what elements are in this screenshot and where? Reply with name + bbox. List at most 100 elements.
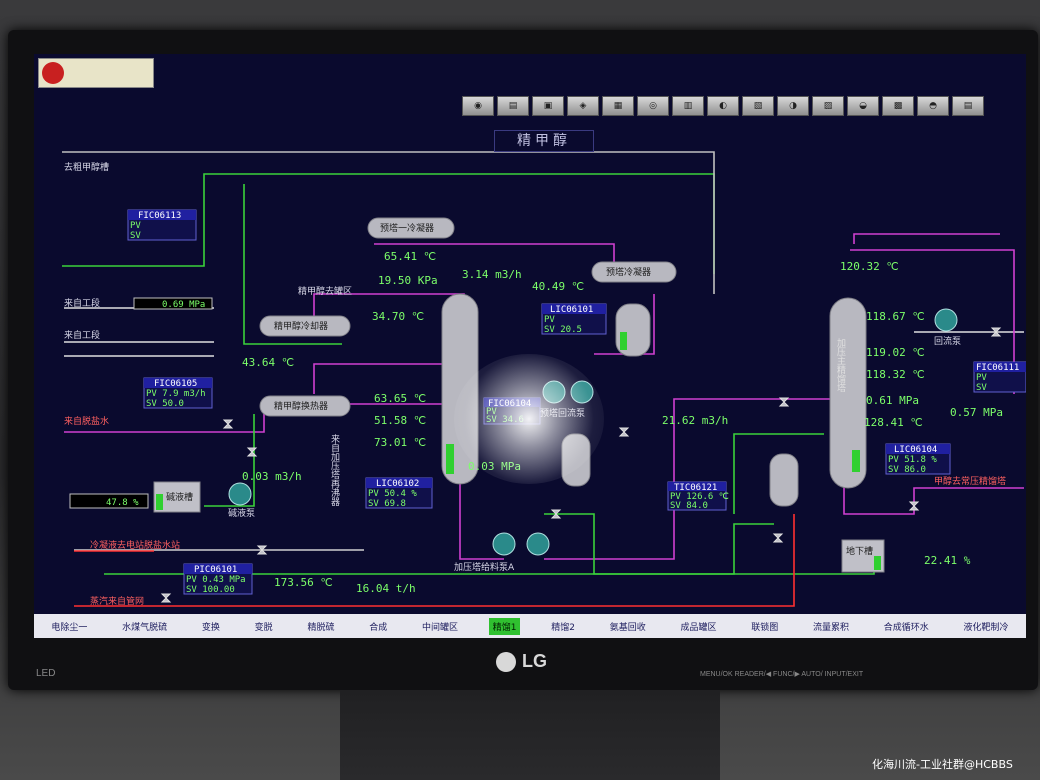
- indicator-press-069-value: 0.69 MPa: [162, 300, 205, 310]
- lic06104-sv: SV 86.0: [888, 465, 926, 475]
- condenser-top: 预塔一冷凝器: [367, 217, 455, 239]
- value-flow-2162: 21.62 m3/h: [662, 414, 728, 427]
- label-water-in: 来自脱盐水: [64, 415, 109, 427]
- lic06101-tag: LIC06101: [550, 305, 593, 315]
- faceplate-pic06101[interactable]: PIC06101 PV 0.43 MPa SV 100.00: [183, 563, 253, 595]
- hmi-toolbar: ◉ ▤ ▣ ◈ ▦ ◎ ▥ ◐ ▧ ◑ ▨ ◒ ▩ ◓ ▤: [462, 96, 1022, 118]
- pipe-green-left: [243, 184, 342, 345]
- faceplate-fic06113[interactable]: FIC06113 PV SV: [127, 209, 197, 241]
- nav-item-4[interactable]: 精脱硫: [307, 622, 335, 633]
- lic06102-sv: SV 69.8: [368, 499, 406, 509]
- value-top-press: 19.50 KPa: [378, 274, 438, 287]
- value-press-057: 0.57 MPa: [950, 406, 1003, 419]
- faceplate-lic06104[interactable]: LIC06104 PV 51.8 % SV 86.0: [885, 443, 951, 475]
- faceplate-fic06104[interactable]: FIC06104 PV SV 34.6: [483, 397, 541, 425]
- pipe-magenta-long: [544, 398, 834, 560]
- pipe-magenta-right: [853, 233, 1000, 244]
- nav-item-10[interactable]: 成品罐区: [680, 622, 717, 633]
- toolbar-button-5[interactable]: ▦: [602, 96, 634, 116]
- label-feed-pump: 加压塔给料泵A: [454, 561, 515, 573]
- value-temp-17356: 173.56 ℃: [274, 576, 333, 589]
- pic06101-pv: PV 0.43 MPa: [186, 575, 246, 585]
- faceplate-tic06121[interactable]: TIC06121 PV 126.6 ℃ SV 84.0: [667, 481, 729, 511]
- pipe-magenta-top-r: [850, 249, 1015, 394]
- nav-item-12[interactable]: 流量累积: [813, 622, 850, 633]
- condenser-2: 精甲醇换热器: [259, 395, 351, 417]
- indicator-pct-478-value: 47.8 %: [106, 498, 139, 508]
- toolbar-button-9[interactable]: ▧: [742, 96, 774, 116]
- logo-mark: [42, 62, 64, 84]
- pipe-magenta-reflux: [594, 294, 655, 355]
- monitor-stand: [340, 690, 720, 780]
- faceplate-fic06111[interactable]: FIC06111 PV SV: [973, 361, 1026, 393]
- value-temp-11832: 118.32 ℃: [866, 368, 925, 381]
- fic06104-sv: SV 34.6: [486, 415, 524, 425]
- pipe-magenta-low: [843, 484, 1024, 515]
- fic06113-sv: SV: [130, 231, 141, 241]
- pic06101-sv: SV 100.00: [186, 585, 235, 595]
- toolbar-button-14[interactable]: ◓: [917, 96, 949, 116]
- toolbar-button-15[interactable]: ▤: [952, 96, 984, 116]
- cooler-top-label: 预塔一冷凝器: [380, 222, 434, 234]
- small-tank: 地下槽: [841, 539, 885, 573]
- pipe-red-steam: [74, 514, 795, 607]
- indicator-press-069[interactable]: 0.69 MPa: [133, 297, 213, 310]
- company-logo: [38, 58, 154, 88]
- toolbar-button-2[interactable]: ▤: [497, 96, 529, 116]
- pipe-green-bot: [104, 523, 774, 575]
- toolbar-button-13[interactable]: ▩: [882, 96, 914, 116]
- value-temp-6365: 63.65 ℃: [374, 392, 426, 405]
- label-alkali-pump: 碱液泵: [228, 507, 255, 519]
- toolbar-button-4[interactable]: ◈: [567, 96, 599, 116]
- value-temp-12032: 120.32 ℃: [840, 260, 899, 273]
- reflux-tank: [615, 303, 651, 357]
- indicator-pct-478[interactable]: 47.8 %: [69, 493, 149, 509]
- pipe-white-top: [62, 151, 715, 294]
- nav-item-13[interactable]: 合成循环水: [883, 622, 929, 633]
- condenser-1: 精甲醇冷却器: [259, 315, 351, 337]
- fic06105-pv: PV 7.9 m3/h: [146, 389, 206, 399]
- nav-item-7[interactable]: 精馏1: [488, 617, 521, 635]
- nav-item-8[interactable]: 精馏2: [551, 622, 575, 633]
- monitor-brand: LG: [496, 650, 556, 674]
- value-flow-top: 3.14 m3/h: [462, 268, 522, 281]
- nav-item-1[interactable]: 水煤气脱硫: [122, 622, 168, 633]
- led-label: LED: [36, 668, 56, 679]
- pipe-network: [62, 151, 1024, 607]
- toolbar-button-7[interactable]: ▥: [672, 96, 704, 116]
- toolbar-button-1[interactable]: ◉: [462, 96, 494, 116]
- toolbar-button-8[interactable]: ◐: [707, 96, 739, 116]
- nav-item-14[interactable]: 液化靶制冷: [963, 622, 1009, 633]
- value-flow-1604: 16.04 t/h: [356, 582, 416, 595]
- nav-item-0[interactable]: 电除尘一: [51, 622, 88, 633]
- toolbar-button-11[interactable]: ▨: [812, 96, 844, 116]
- alkali-tank-label: 碱液槽: [166, 491, 193, 503]
- pipe-magenta-feed: [64, 403, 442, 433]
- nav-item-11[interactable]: 联锁图: [751, 622, 779, 633]
- value-temp-7301: 73.01 ℃: [374, 436, 426, 449]
- value-flow-003: 0.03 m3/h: [242, 470, 302, 483]
- nav-item-3[interactable]: 变脱: [254, 622, 273, 633]
- toolbar-button-12[interactable]: ◒: [847, 96, 879, 116]
- nav-item-2[interactable]: 变换: [201, 622, 220, 633]
- fic06111-pv: PV: [976, 373, 987, 383]
- nav-item-5[interactable]: 合成: [369, 622, 388, 633]
- value-temp-11867: 118.67 ℃: [866, 310, 925, 323]
- faceplate-lic06101[interactable]: LIC06101 PV SV 20.5: [541, 303, 607, 335]
- label-reboiler: 来自加压塔再沸器: [329, 434, 340, 506]
- label-to-tank: 去粗甲醇槽: [64, 161, 109, 173]
- fic06113-pv: PV: [130, 221, 141, 231]
- faceplate-lic06102[interactable]: LIC06102 PV 50.4 % SV 69.8: [365, 477, 433, 509]
- toolbar-button-3[interactable]: ▣: [532, 96, 564, 116]
- value-temp-4364: 43.64 ℃: [242, 356, 294, 369]
- nav-item-6[interactable]: 中间罐区: [421, 622, 458, 633]
- label-to-atm-tower: 甲醇去常压精馏塔: [934, 475, 1006, 487]
- toolbar-button-6[interactable]: ◎: [637, 96, 669, 116]
- toolbar-button-10[interactable]: ◑: [777, 96, 809, 116]
- faceplate-fic06105[interactable]: FIC06105 PV 7.9 m3/h SV 50.0: [143, 377, 213, 409]
- nav-item-9[interactable]: 氨基回收: [609, 622, 646, 633]
- screen-title: 精甲醇: [494, 130, 594, 152]
- label-inlet2: 来自工段: [64, 329, 100, 341]
- pipe-green-mid: [544, 513, 875, 575]
- value-temp-5158: 51.58 ℃: [374, 414, 426, 427]
